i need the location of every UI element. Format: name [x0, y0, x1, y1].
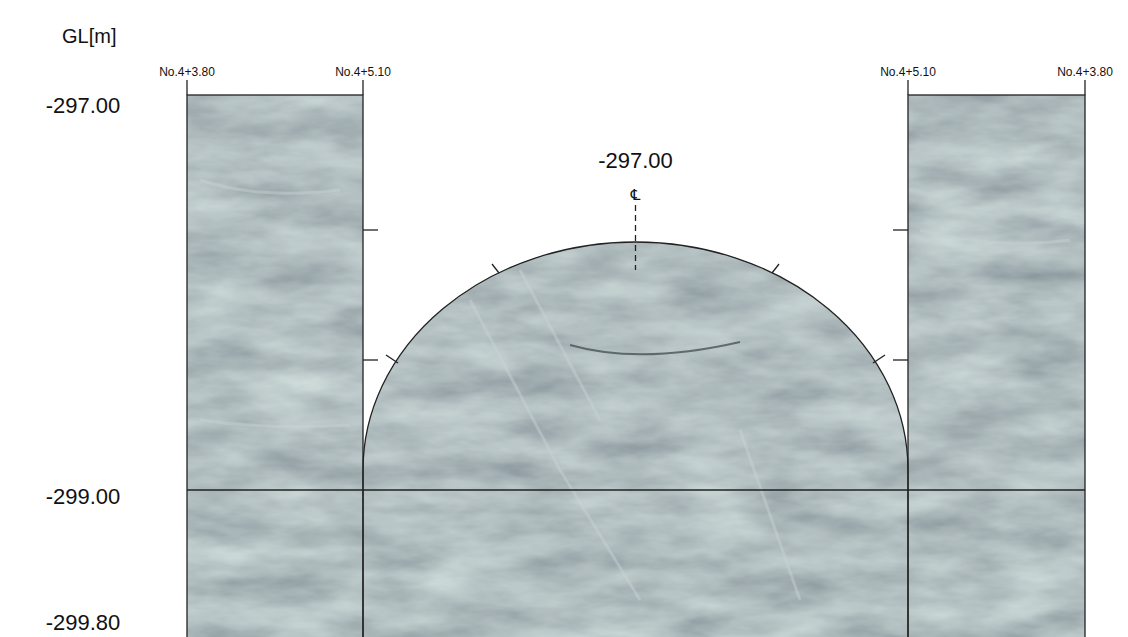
elevation-label: -299.00: [46, 486, 121, 508]
station-label: No.4+3.80: [1057, 66, 1113, 78]
elevation-label: -297.00: [598, 150, 673, 172]
station-label: No.4+3.80: [159, 66, 215, 78]
outline: [187, 80, 1085, 637]
station-label: No.4+5.10: [880, 66, 936, 78]
elevation-label: -299.80: [46, 612, 121, 634]
centerline-symbol: ℄: [631, 187, 641, 202]
axis-title: GL[m]: [62, 26, 116, 46]
station-label: No.4+5.10: [335, 66, 391, 78]
elevation-label: -297.00: [46, 95, 121, 117]
